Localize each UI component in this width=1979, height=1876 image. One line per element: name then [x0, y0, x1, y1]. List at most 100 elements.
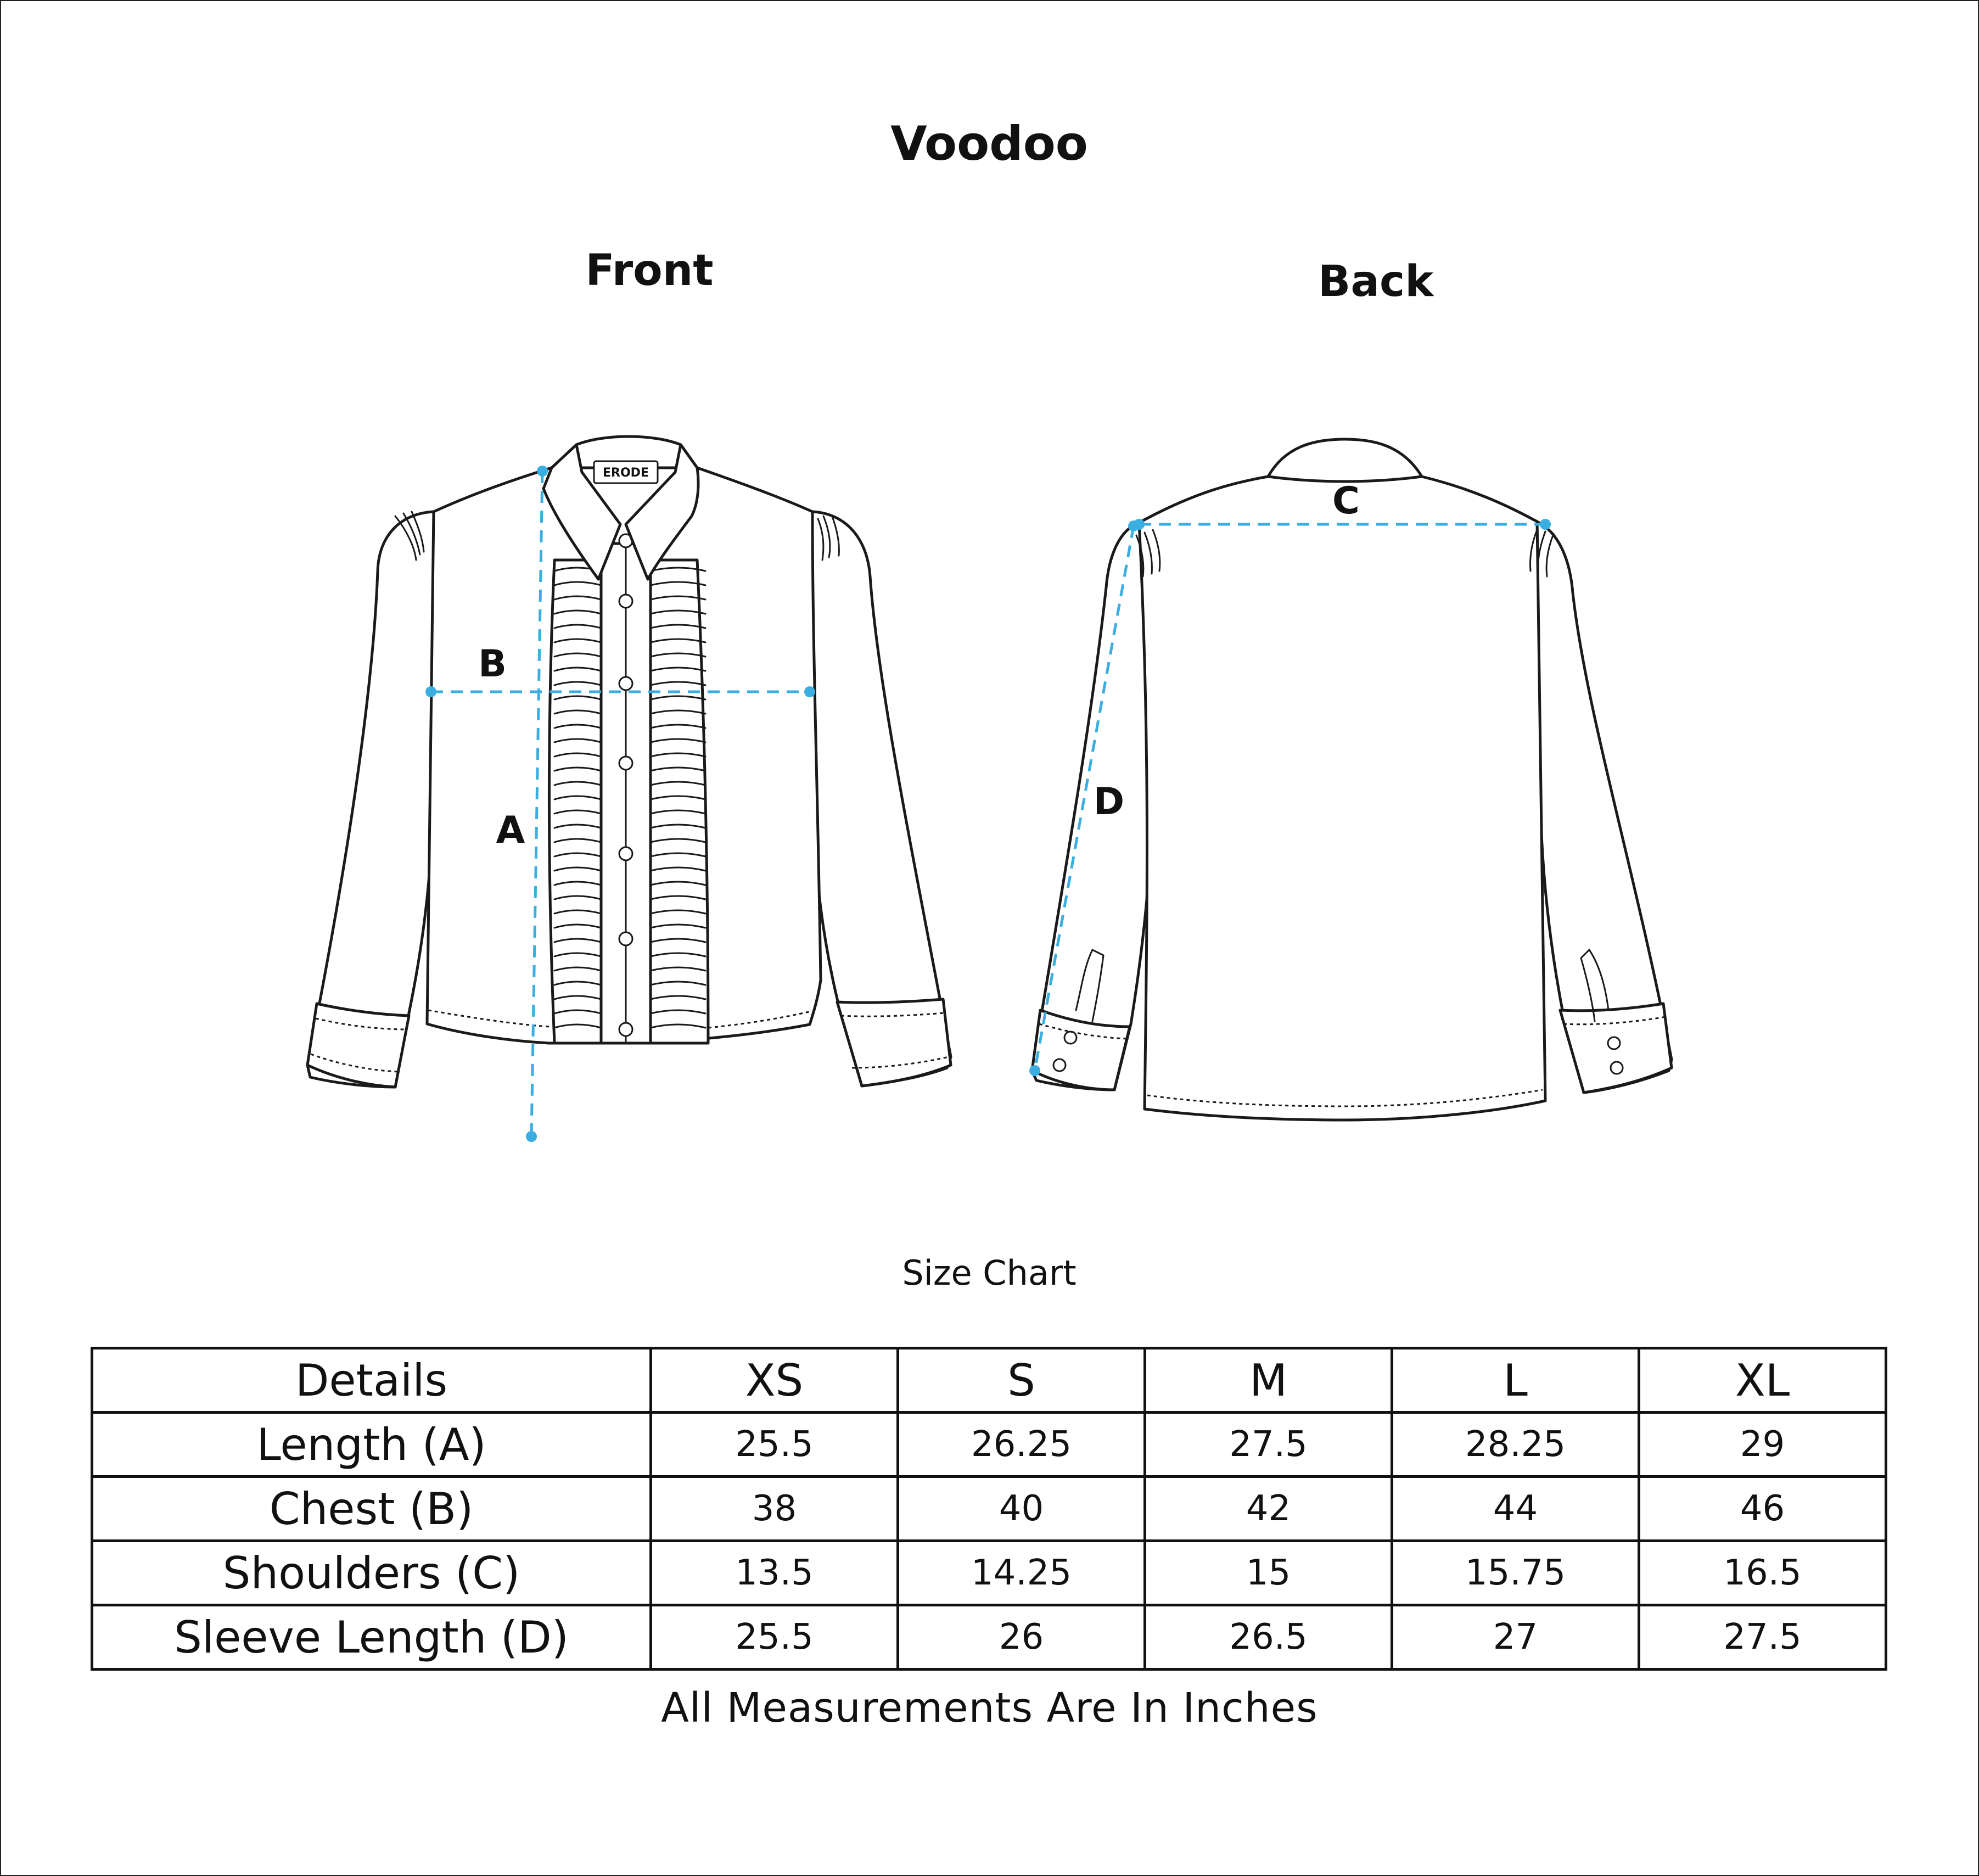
ruffle-fold [553, 581, 602, 586]
ruffle-fold [649, 795, 707, 800]
ruffle-fold [553, 681, 602, 686]
table-cell: 26.5 [1143, 1604, 1393, 1671]
product-title: Voodoo [890, 116, 1088, 171]
table-cell: 29 [1638, 1411, 1887, 1478]
ruffle-fold [553, 652, 602, 658]
table-row-chest: Chest (B) 38 40 42 44 46 [91, 1475, 1887, 1542]
table-cell: 16.5 [1638, 1539, 1887, 1606]
ruffle-fold [649, 567, 707, 572]
measure-label-c: C [1332, 479, 1360, 523]
ruffle-fold [649, 681, 707, 686]
back-left-sleeve [1030, 521, 1154, 1091]
back-shirt: C D [1029, 438, 1673, 1122]
ruffle-fold [649, 866, 707, 872]
front-ruffles [553, 567, 707, 1029]
ruffle-fold [553, 724, 602, 729]
measure-line-d [1033, 525, 1135, 1071]
measure-line-a [530, 471, 544, 1137]
brand-tag [593, 460, 659, 484]
front-left-cuff-stitch [315, 1017, 408, 1031]
size-chart-table: Details XS S M L XL Length (A) 25.5 26.2… [91, 1347, 1887, 1671]
shirt-drawing-svg: ERODE A B [306, 435, 1673, 1142]
header-size-l: L [1391, 1347, 1640, 1414]
table-header-row: Details XS S M L XL [91, 1347, 1887, 1414]
ruffle-fold [649, 667, 707, 672]
back-left-shoulder-gather [1135, 529, 1161, 578]
ruffle-fold [649, 895, 707, 900]
table-row-sleeve-length: Sleeve Length (D) 25.5 26 26.5 27 27.5 [91, 1604, 1887, 1671]
button-icon [618, 1022, 633, 1037]
ruffle-fold [553, 638, 602, 643]
table-cell: 27 [1391, 1604, 1640, 1671]
front-left-sleeve [306, 510, 435, 1089]
front-shirt: ERODE A B [306, 435, 952, 1142]
table-cell: 26 [896, 1604, 1146, 1671]
table-cell: 42 [1143, 1475, 1393, 1542]
table-cell: 46 [1638, 1475, 1887, 1542]
ruffle-fold [649, 724, 707, 729]
front-left-cuff [306, 1002, 411, 1089]
table-row-length: Length (A) 25.5 26.25 27.5 28.25 29 [91, 1411, 1887, 1478]
back-collar [1266, 438, 1423, 483]
ruffle-fold [553, 1009, 602, 1015]
ruffle-fold [649, 738, 707, 743]
table-cell: 14.25 [896, 1539, 1146, 1606]
ruffle-fold [649, 981, 707, 986]
front-hem-stitch [428, 1009, 550, 1028]
measure-label-b: B [478, 642, 507, 686]
ruffle-fold [649, 752, 707, 758]
ruffle-fold [553, 966, 602, 972]
table-cell: 15 [1143, 1539, 1393, 1606]
row-label: Chest (B) [91, 1475, 652, 1542]
ruffle-fold [649, 852, 707, 858]
button-icon [618, 846, 633, 861]
ruffle-fold [649, 624, 707, 629]
back-left-placket [1075, 948, 1105, 1022]
size-chart-title: Size Chart [902, 1253, 1077, 1293]
ruffle-fold [553, 609, 602, 615]
ruffle-fold [649, 709, 707, 715]
ruffle-fold [649, 695, 707, 701]
front-right-shoulder-gather [817, 514, 840, 561]
button-icon [618, 931, 633, 947]
row-label: Shoulders (C) [91, 1539, 652, 1606]
ruffle-fold [649, 881, 707, 886]
button-icon [618, 755, 633, 771]
ruffle-fold [649, 638, 707, 643]
back-right-placket [1580, 948, 1610, 1022]
ruffle-fold [553, 838, 602, 843]
ruffle-fold [649, 838, 707, 843]
ruffle-fold [553, 795, 602, 800]
back-hem-stitch [1147, 1089, 1543, 1107]
back-body [1137, 475, 1547, 1122]
ruffle-fold [649, 1023, 707, 1029]
ruffle-fold [553, 738, 602, 743]
ruffle-fold [553, 909, 602, 915]
ruffle-fold [553, 995, 602, 1000]
header-details: Details [91, 1347, 652, 1414]
ruffle-fold [649, 809, 707, 815]
table-cell: 26.25 [896, 1411, 1146, 1478]
table-cell: 25.5 [649, 1604, 899, 1671]
ruffle-fold [553, 709, 602, 715]
ruffle-fold [553, 895, 602, 900]
button-icon [618, 676, 633, 691]
table-cell: 40 [896, 1475, 1146, 1542]
ruffle-fold [649, 581, 707, 586]
ruffle-fold [649, 966, 707, 972]
front-collar-left [542, 443, 622, 581]
header-size-xl: XL [1638, 1347, 1887, 1414]
ruffle-fold [553, 866, 602, 872]
ruffle-fold [649, 923, 707, 929]
table-cell: 13.5 [649, 1539, 899, 1606]
table-cell: 38 [649, 1475, 899, 1542]
row-label: Sleeve Length (D) [91, 1604, 652, 1671]
ruffle-fold [553, 695, 602, 701]
brand-tag-text: ERODE [603, 466, 649, 480]
header-size-xs: XS [649, 1347, 899, 1414]
front-right-cuff [836, 998, 952, 1088]
front-collar-right [624, 443, 700, 581]
ruffle-fold [553, 938, 602, 943]
ruffle-fold [553, 809, 602, 815]
